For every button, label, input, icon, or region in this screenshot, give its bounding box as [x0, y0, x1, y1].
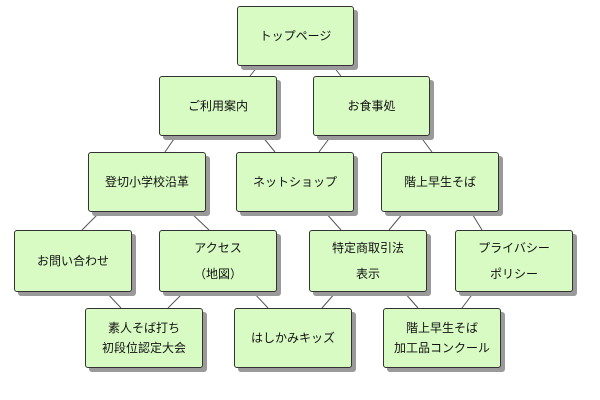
node-access-map[interactable]: アクセス （地図）: [159, 230, 277, 292]
node-label: 階上早生そば: [405, 321, 478, 335]
node-contact[interactable]: お問い合わせ: [14, 230, 132, 292]
connector: [167, 291, 185, 309]
node-label: 登切小学校沿革: [104, 175, 189, 189]
node-top-page[interactable]: トップページ: [237, 6, 354, 66]
connector: [105, 291, 122, 309]
node-tokusho-notice[interactable]: 特定商取引法 表示: [309, 230, 427, 292]
node-label: 表示: [355, 267, 380, 281]
node-label: ネットショップ: [252, 175, 337, 189]
node-label: 階上早生そば: [403, 175, 476, 189]
connector: [318, 135, 332, 153]
connector: [470, 211, 483, 231]
connector: [419, 135, 433, 153]
connector: [261, 135, 276, 153]
node-label: ポリシー: [489, 267, 538, 281]
node-label: ご利用案内: [187, 99, 248, 113]
node-label: 加工品コンクール: [393, 341, 490, 355]
connector: [249, 65, 259, 77]
node-guide[interactable]: ご利用案内: [159, 76, 277, 136]
node-privacy-policy[interactable]: プライバシー ポリシー: [455, 230, 573, 292]
node-label: トップページ: [259, 29, 332, 43]
node-label: プライバシー: [478, 241, 550, 255]
connector: [461, 291, 475, 309]
node-label: 特定商取引法: [331, 241, 404, 255]
node-hashikami-kids[interactable]: はしかみキッズ: [234, 308, 352, 368]
node-label: （地図）: [193, 267, 242, 281]
connector: [189, 211, 210, 231]
connector: [324, 211, 342, 231]
node-soba-products-contest[interactable]: 階上早生そば 加工品コンクール: [383, 308, 501, 368]
node-label: お食事処: [347, 99, 396, 113]
node-label: はしかみキッズ: [250, 331, 335, 345]
node-tokiri-school-history[interactable]: 登切小学校沿革: [88, 152, 206, 212]
connector: [321, 291, 337, 309]
node-label: お問い合わせ: [36, 254, 109, 268]
node-label: アクセス: [194, 241, 242, 255]
connector: [332, 65, 342, 77]
connector: [403, 291, 419, 309]
node-soba-making-exam[interactable]: 素人そば打ち 初段位認定大会: [85, 308, 203, 368]
node-label: 素人そば打ち: [107, 321, 180, 335]
node-dining[interactable]: お食事処: [313, 76, 430, 136]
connector: [164, 135, 177, 153]
connector: [81, 211, 101, 231]
node-label: 初段位認定大会: [101, 341, 186, 355]
connector: [252, 291, 269, 309]
node-net-shop[interactable]: ネットショップ: [236, 152, 354, 212]
connector: [388, 211, 405, 231]
node-kaigami-wase-soba[interactable]: 階上早生そば: [381, 152, 499, 212]
